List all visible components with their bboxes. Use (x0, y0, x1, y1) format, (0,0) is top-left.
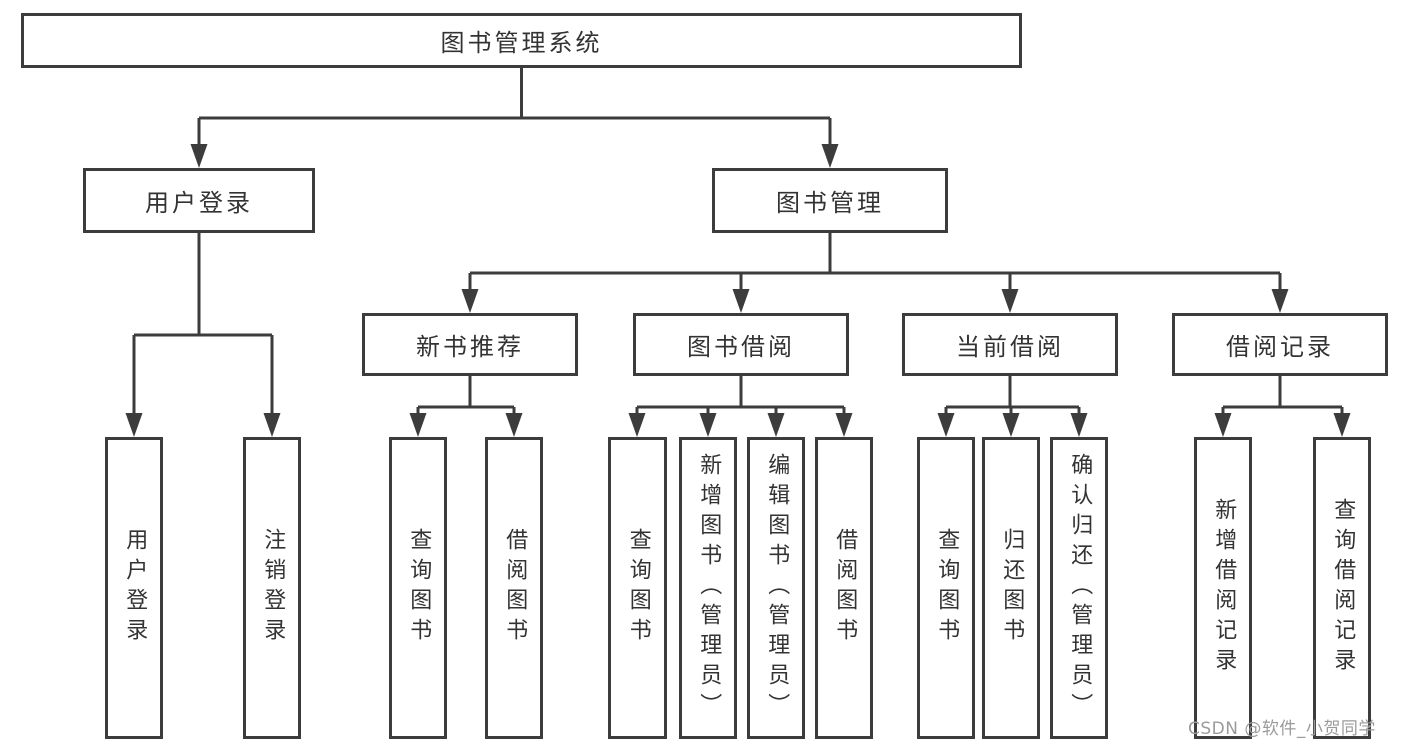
leaf-query-books-borrow: 查询图书 (608, 437, 667, 739)
leaf-user-login-label: 用户登录 (122, 528, 148, 648)
leaf-add-books-admin-label: 新增图书（管理员） (696, 453, 722, 723)
leaf-user-login: 用户登录 (105, 437, 163, 739)
leaf-confirm-return-admin: 确认归还（管理员） (1050, 437, 1108, 739)
leaf-borrow-books-recommend: 借阅图书 (485, 437, 543, 739)
leaf-borrow-books-label: 借阅图书 (832, 528, 858, 648)
leaf-borrow-books: 借阅图书 (815, 437, 873, 739)
leaf-query-books-current: 查询图书 (917, 437, 975, 739)
node-borrow-records: 借阅记录 (1172, 313, 1388, 376)
leaf-return-books: 归还图书 (982, 437, 1040, 739)
leaf-query-books-current-label: 查询图书 (934, 528, 960, 648)
leaf-borrow-books-recommend-label: 借阅图书 (502, 528, 528, 648)
node-user-login-label: 用户登录 (145, 189, 253, 217)
leaf-query-books-recommend: 查询图书 (389, 437, 447, 739)
leaf-query-borrow-record-label: 查询借阅记录 (1330, 498, 1356, 678)
leaf-logout: 注销登录 (243, 437, 301, 739)
leaf-confirm-return-admin-label: 确认归还（管理员） (1067, 453, 1093, 723)
node-root-label: 图书管理系统 (440, 29, 603, 57)
csdn-watermark: CSDN @软件_小贺同学 (1188, 719, 1376, 739)
node-book-borrow-label: 图书借阅 (687, 333, 795, 361)
leaf-query-borrow-record: 查询借阅记录 (1313, 437, 1371, 739)
leaf-logout-label: 注销登录 (260, 528, 286, 648)
leaf-edit-books-admin: 编辑图书（管理员） (747, 437, 805, 739)
leaf-add-borrow-record: 新增借阅记录 (1194, 437, 1252, 739)
leaf-query-books-borrow-label: 查询图书 (625, 528, 651, 648)
leaf-add-borrow-record-label: 新增借阅记录 (1211, 498, 1237, 678)
connector-paths (132, 68, 1344, 419)
leaf-query-books-recommend-label: 查询图书 (406, 528, 432, 648)
leaf-return-books-label: 归还图书 (999, 528, 1025, 648)
node-current-borrow: 当前借阅 (902, 313, 1118, 376)
leaf-edit-books-admin-label: 编辑图书（管理员） (764, 453, 790, 723)
node-current-borrow-label: 当前借阅 (956, 333, 1064, 361)
node-book-management-label: 图书管理 (776, 189, 884, 217)
node-user-login: 用户登录 (83, 168, 315, 233)
leaf-add-books-admin: 新增图书（管理员） (679, 437, 737, 739)
arrowheads (125, 144, 1351, 437)
node-book-management: 图书管理 (712, 168, 948, 233)
node-new-book-recommend-label: 新书推荐 (416, 333, 524, 361)
node-borrow-records-label: 借阅记录 (1226, 333, 1334, 361)
node-new-book-recommend: 新书推荐 (362, 313, 578, 376)
node-book-borrow: 图书借阅 (633, 313, 849, 376)
node-root: 图书管理系统 (21, 13, 1022, 68)
